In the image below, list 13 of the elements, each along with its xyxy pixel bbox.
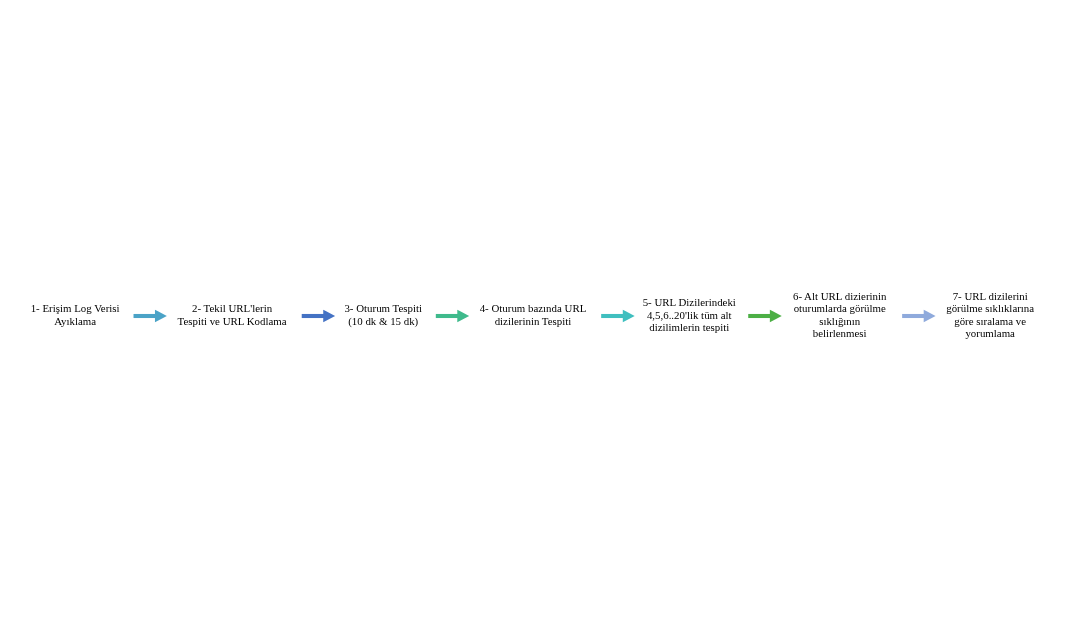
node-text: 4- Oturum bazında URL dizilerinin Tespiti — [479, 302, 587, 327]
arrow — [133, 309, 167, 323]
node-text: 3- Oturum Tespiti (10 dk & 15 dk) — [344, 302, 422, 327]
arrow — [435, 309, 470, 323]
node-text: 1- Erişim Log Verisi Ayıklama — [30, 302, 120, 327]
arrow — [301, 309, 336, 323]
node-text: 6- Alt URL dizierinin oturumlarda görülme sıklığının belirlenmesi — [792, 290, 887, 339]
arrow — [902, 309, 936, 323]
node-text: 7- URL dizilerini görülme sıklıklarına göre sıralama ve yorumlama — [946, 290, 1035, 339]
arrow — [601, 309, 635, 323]
node-text: 2- Tekil URL'lerin Tespiti ve URL Kodlama — [177, 302, 287, 327]
node-text: 5- URL Dizilerindeki 4,5,6..20'lik tüm alt dizilimlerin tespiti — [642, 296, 736, 333]
arrow — [748, 309, 782, 323]
